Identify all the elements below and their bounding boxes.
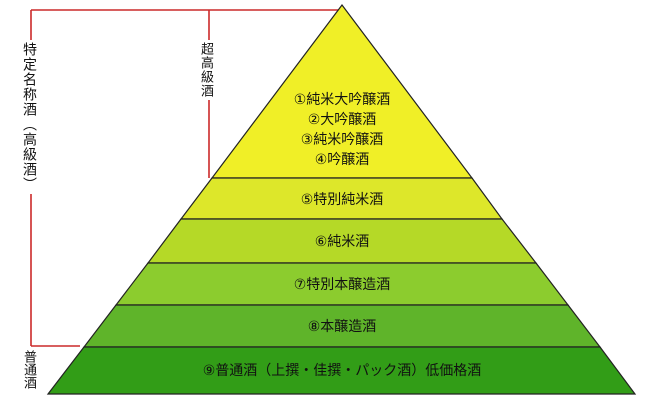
tier-4-line-0: ⑧本醸造酒 [308,319,377,335]
tier-1-line-0: ⑤特別純米酒 [301,192,384,208]
tier-3-line-0: ⑦特別本醸造酒 [294,277,391,293]
tier-2-line-0: ⑥純米酒 [315,234,370,250]
tier-3: ⑦特別本醸造酒 [114,262,570,306]
tier-4: ⑧本醸造酒 [82,304,602,348]
tokutei-meishoshu-label: 特定名称酒（高級酒） [21,40,37,194]
tier-0: ①純米大吟醸酒 ②大吟醸酒 ③純米吟醸酒 ④吟醸酒 [210,4,474,179]
tier-0-line-2: ③純米吟醸酒 [301,132,384,148]
tier-5: ⑨普通酒（上撰・佳撰・パック酒）低価格酒 [46,346,637,395]
tier-0-line-3: ④吟醸酒 [315,152,370,168]
tier-2: ⑥純米酒 [146,218,538,264]
tier-0-line-0: ①純米大吟醸酒 [294,92,391,108]
tier-0-line-1: ②大吟醸酒 [308,112,377,128]
tier-band [46,346,637,395]
futsushu-label: 普通酒 [21,350,36,389]
chokyushu-label: 超高級酒 [198,40,213,100]
tier-1: ⑤特別純米酒 [179,177,504,220]
tier-5-line-0: ⑨普通酒（上撰・佳撰・パック酒）低価格酒 [203,363,482,379]
